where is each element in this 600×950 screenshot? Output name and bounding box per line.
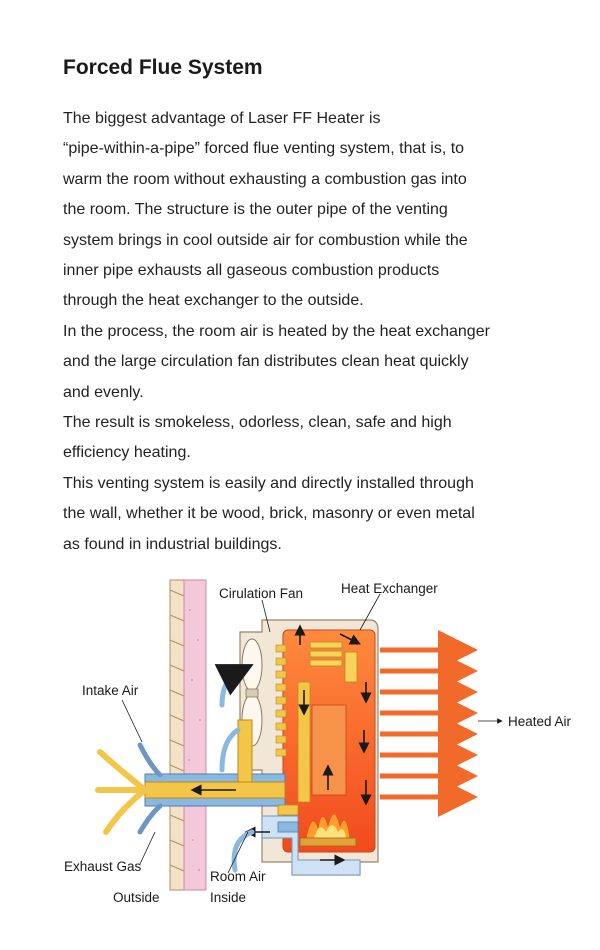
label-circulation-fan: Cirulation Fan [219, 586, 303, 601]
burner-flame [299, 813, 357, 847]
label-heated-air: Heated Air [508, 714, 572, 729]
forced-flue-diagram: Cirulation Fan Heat Exchanger Intake Air… [64, 579, 572, 905]
exchanger-fins [275, 644, 287, 757]
text-line: In the process, the room air is heated b… [63, 322, 490, 340]
label-heat-exchanger: Heat Exchanger [341, 581, 438, 596]
text-line: system brings in cool outside air for co… [63, 231, 468, 249]
inner-flue [311, 704, 347, 796]
text-line: The result is smokeless, odorless, clean… [63, 414, 452, 432]
flue-top [344, 651, 358, 683]
text-line: through the heat exchanger to the outsid… [63, 292, 364, 310]
label-leaders [121, 593, 503, 874]
page-title: Forced Flue System [63, 56, 263, 79]
text-line: the wall, whether it be wood, brick, mas… [63, 505, 475, 523]
text-line: efficiency heating. [63, 444, 191, 462]
outside-siding [169, 579, 185, 891]
internal-flow-arrows [190, 624, 372, 866]
text-line: and evenly. [63, 383, 144, 401]
exhaust-gas-arrows [95, 749, 148, 835]
text-line: This venting system is easily and direct… [63, 474, 474, 492]
wall [183, 579, 207, 891]
text-line: The biggest advantage of Laser FF Heater… [63, 110, 381, 127]
label-inside: Inside [210, 890, 246, 905]
text-line: the room. The structure is the outer pip… [63, 201, 448, 219]
text-line: “pipe-within-a-pipe” forced flue venting… [63, 140, 465, 158]
text-line: and the large circulation fan distribute… [63, 353, 469, 371]
text-line: warm the room without exhausting a combu… [63, 170, 467, 188]
label-exhaust-gas: Exhaust Gas [64, 859, 142, 874]
text-line: as found in industrial buildings. [63, 535, 282, 553]
room-air-arrows [214, 664, 255, 873]
top-heat-sink [309, 641, 343, 667]
label-intake-air: Intake Air [82, 683, 139, 698]
heated-air-arrows [380, 630, 478, 817]
description-text: The biggest advantage of Laser FF Heater… [63, 104, 563, 560]
text-line: inner pipe exhausts all gaseous combusti… [63, 262, 440, 280]
intake-air-arrows [137, 742, 163, 835]
label-room-air: Room Air [210, 869, 266, 884]
label-outside: Outside [113, 890, 160, 905]
